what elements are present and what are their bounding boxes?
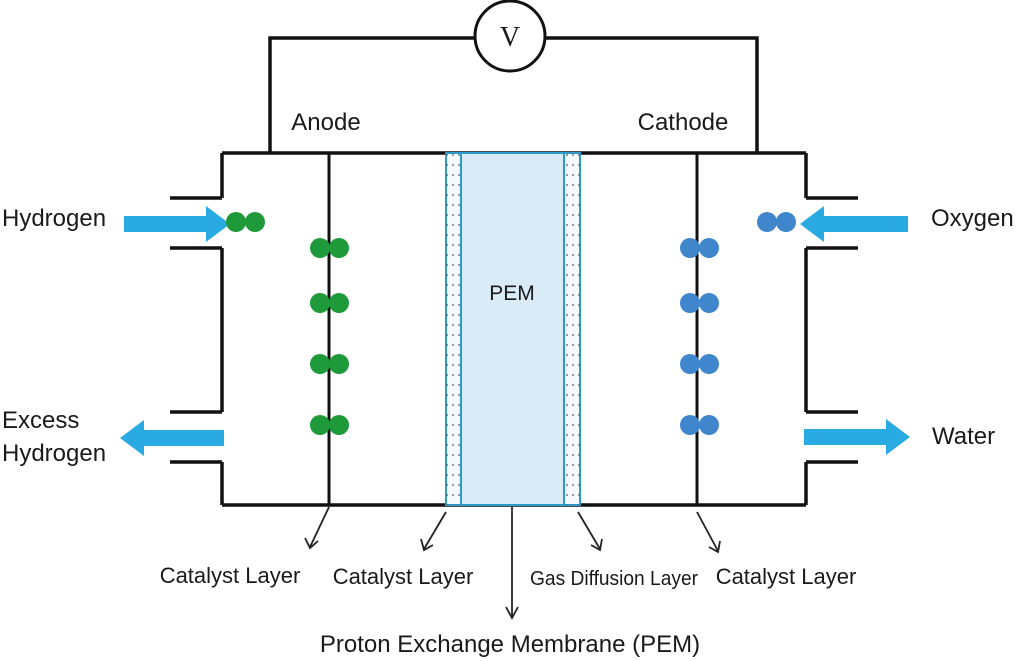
hydrogen-molecule-atom <box>329 293 349 313</box>
hydrogen-molecule <box>310 415 349 435</box>
oxygen-molecule <box>680 238 719 258</box>
membrane-assembly <box>445 152 581 506</box>
hydrogen-molecule-atom <box>329 415 349 435</box>
water-label: Water <box>932 423 995 450</box>
catalyst-layer-label-left: Catalyst Layer <box>160 563 301 588</box>
pem-membrane <box>460 152 565 506</box>
oxygen-molecule <box>680 293 719 313</box>
oxygen-molecule-atom <box>680 238 700 258</box>
hydrogen-molecule <box>310 238 349 258</box>
hydrogen-label: Hydrogen <box>2 205 106 232</box>
oxygen-inlet-arrow <box>800 206 908 242</box>
oxygen-molecule <box>680 415 719 435</box>
voltmeter-label: V <box>500 22 520 53</box>
hydrogen-molecule-atom <box>329 354 349 374</box>
oxygen-molecule-atom <box>699 293 719 313</box>
excess-hydrogen-label-line2: Hydrogen <box>2 440 106 467</box>
label-pointers <box>304 506 721 620</box>
external-circuit-wire-right <box>546 36 759 152</box>
oxygen-molecule <box>757 212 796 232</box>
oxygen-molecule-atom <box>699 354 719 374</box>
hydrogen-molecule <box>310 293 349 313</box>
hydrogen-molecule-atom <box>310 293 330 313</box>
oxygen-molecule-atom <box>699 415 719 435</box>
hydrogen-molecule-atom <box>310 415 330 435</box>
external-circuit-wire <box>268 36 474 152</box>
hydrogen-molecule <box>226 212 265 232</box>
oxygen-molecule-atom <box>680 415 700 435</box>
anode-label: Anode <box>291 109 360 136</box>
excess-hydrogen-label-line1: Excess <box>2 407 79 434</box>
voltmeter-icon: V <box>473 0 547 73</box>
gas-diffusion-layer-label: Gas Diffusion Layer <box>530 568 698 590</box>
oxygen-molecule-atom <box>680 293 700 313</box>
water-outlet-arrow <box>804 419 910 455</box>
hydrogen-molecule-atom <box>310 354 330 374</box>
hydrogen-molecule-atom <box>329 238 349 258</box>
oxygen-molecule-atom <box>680 354 700 374</box>
molecules-layer <box>226 212 796 435</box>
hydrogen-molecule-atom <box>226 212 246 232</box>
oxygen-label: Oxygen <box>931 205 1014 232</box>
membrane-title-label: Proton Exchange Membrane (PEM) <box>320 631 700 658</box>
hydrogen-inlet-arrow <box>124 206 230 242</box>
oxygen-molecule-atom <box>699 238 719 258</box>
hydrogen-molecule-atom <box>310 238 330 258</box>
hydrogen-molecule-atom <box>245 212 265 232</box>
oxygen-molecule-atom <box>757 212 777 232</box>
hydrogen-molecule <box>310 354 349 374</box>
oxygen-molecule <box>680 354 719 374</box>
catalyst-layer-label-right: Catalyst Layer <box>716 564 857 589</box>
oxygen-molecule-atom <box>776 212 796 232</box>
cell-right-wall <box>804 153 858 505</box>
pem-center-label: PEM <box>489 282 535 305</box>
excess-hydrogen-outlet-arrow <box>120 420 224 456</box>
cell-left-wall <box>170 153 224 505</box>
cathode-label: Cathode <box>638 109 729 136</box>
catalyst-layer-label-inner: Catalyst Layer <box>333 564 474 589</box>
